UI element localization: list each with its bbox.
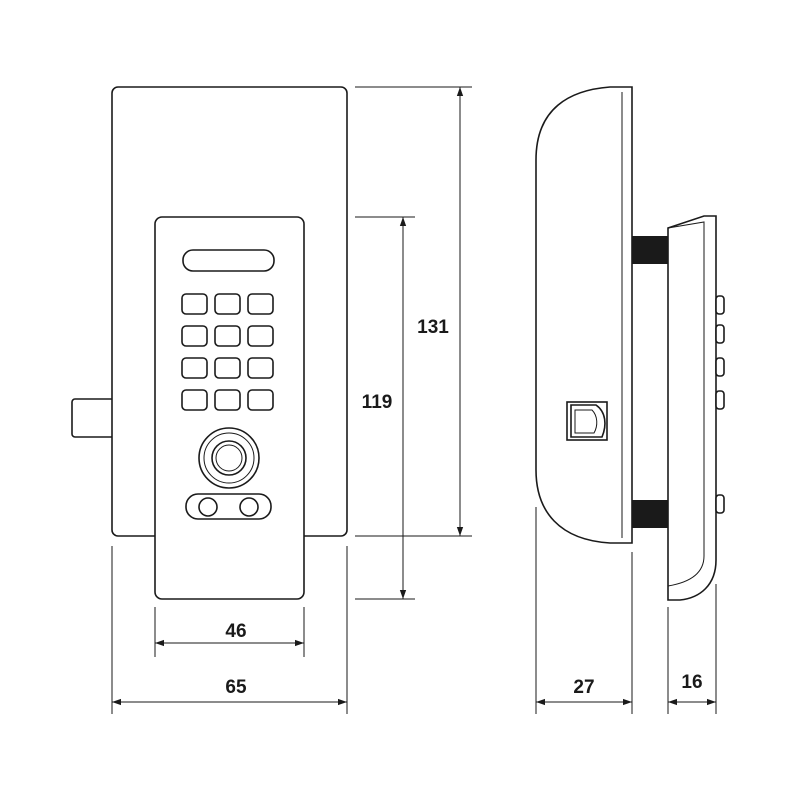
dim-label-65: 65	[225, 677, 247, 698]
brand-logo	[566, 401, 608, 441]
side-body	[535, 86, 633, 544]
contact-strip	[185, 493, 272, 520]
rotary-knob	[198, 427, 260, 489]
keypad-keys	[181, 293, 274, 411]
dim-label-27: 27	[573, 677, 594, 698]
keypad-key	[214, 389, 241, 411]
keypad-key	[181, 325, 208, 347]
dimension-lines	[111, 86, 717, 714]
keypad-key	[181, 389, 208, 411]
mounting-post-top	[632, 236, 668, 264]
side-view	[535, 86, 725, 601]
mounting-post-bottom	[632, 500, 668, 528]
dim-label-131: 131	[417, 317, 449, 338]
dim-label-46: 46	[225, 621, 246, 642]
dimension-labels: 131 119 46 65 27 16	[225, 313, 703, 698]
latch-bolt	[71, 398, 115, 438]
side-key-bumps	[715, 295, 725, 514]
keypad-key	[214, 357, 241, 379]
keypad-key	[214, 293, 241, 315]
front-view	[71, 86, 348, 600]
dim-label-16: 16	[681, 672, 702, 693]
keypad-key	[247, 293, 274, 315]
keypad-key	[181, 357, 208, 379]
display-window	[182, 249, 275, 272]
side-keypad	[667, 215, 717, 601]
dim-label-119: 119	[362, 392, 393, 413]
keypad-key	[214, 325, 241, 347]
keypad-key	[247, 357, 274, 379]
keypad-key	[247, 389, 274, 411]
keypad-key	[247, 325, 274, 347]
keypad-key	[181, 293, 208, 315]
